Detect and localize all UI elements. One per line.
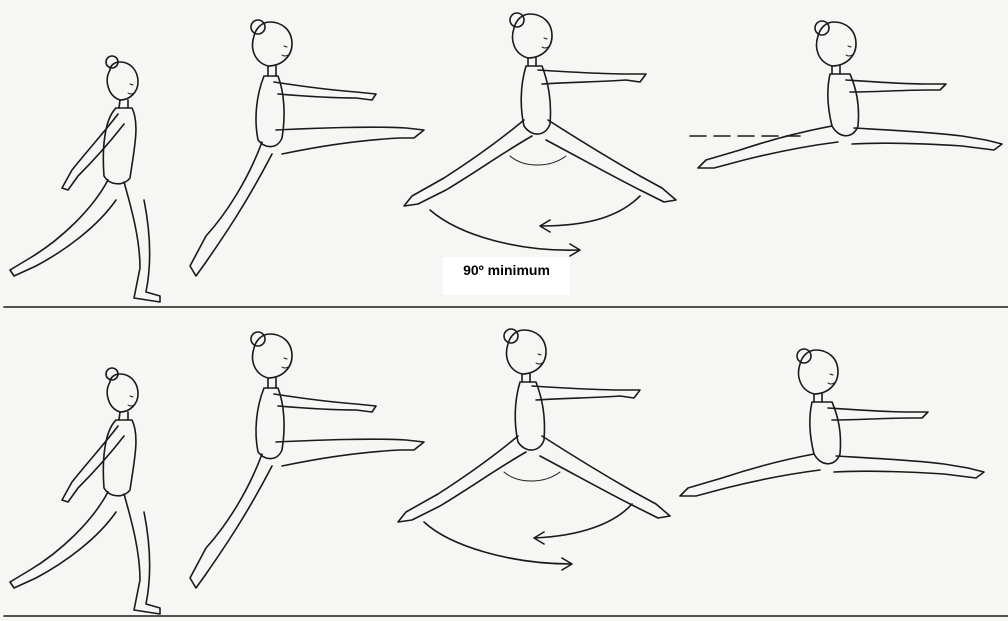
- figure-fullsplit-top: [698, 21, 1002, 168]
- rotation-arrow-lower-b: [424, 522, 572, 570]
- figure-vsplit-top: [404, 13, 676, 206]
- angle-minimum-label: 90º minimum: [443, 257, 570, 295]
- figure-takeoff-bottom: [190, 332, 424, 588]
- figure-walk-top: [10, 56, 160, 302]
- figure-walk-bottom: [10, 368, 160, 614]
- figure-fullsplit-bottom: [680, 349, 984, 496]
- rotation-arrow-upper: [540, 196, 640, 232]
- figure-takeoff-top: [190, 20, 424, 276]
- bottom-row: [4, 329, 1008, 616]
- figure-vsplit-bottom: [398, 329, 670, 522]
- rotation-arrow-lower: [430, 210, 580, 256]
- rotation-arrow-upper-b: [534, 504, 632, 544]
